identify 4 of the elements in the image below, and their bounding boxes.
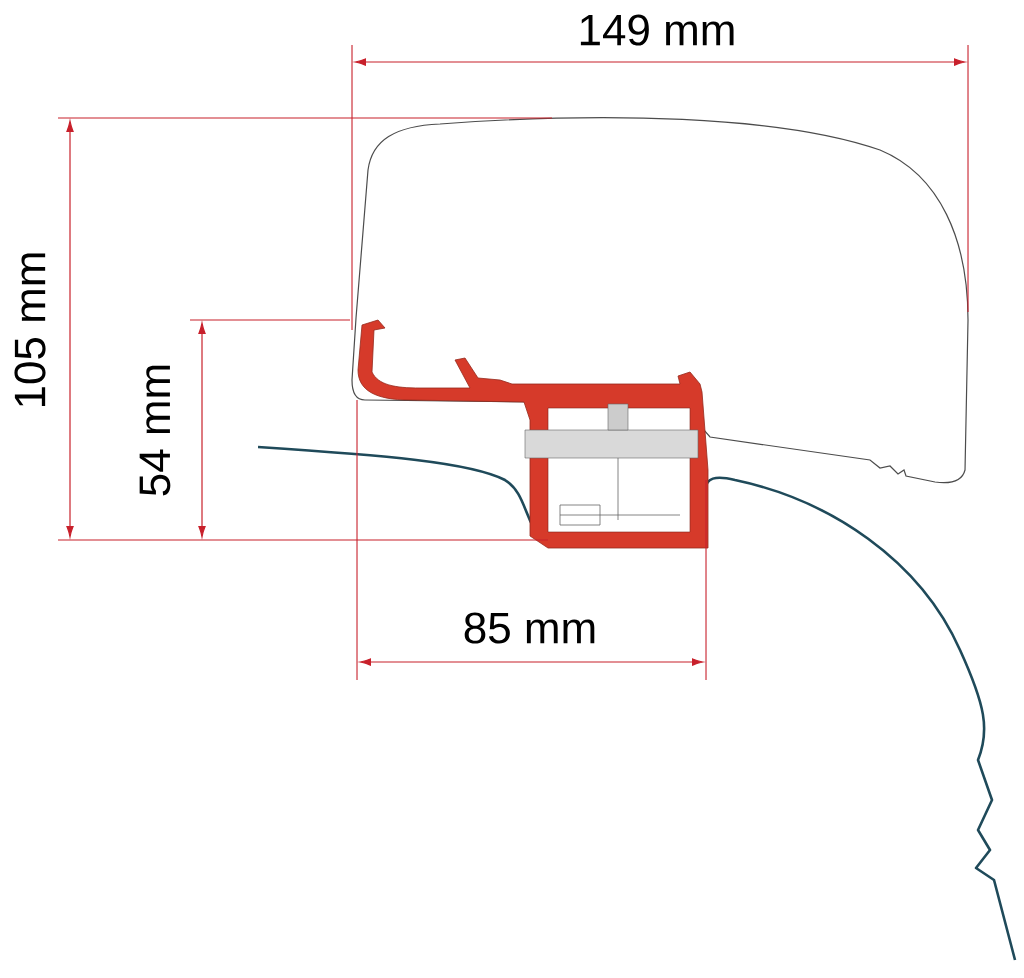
dimension-label: 54 mm: [139, 365, 171, 496]
dimension-label: 105 mm: [14, 253, 46, 407]
dimension-label: 149 mm: [580, 14, 734, 46]
dimension-label: 85 mm: [464, 612, 595, 644]
